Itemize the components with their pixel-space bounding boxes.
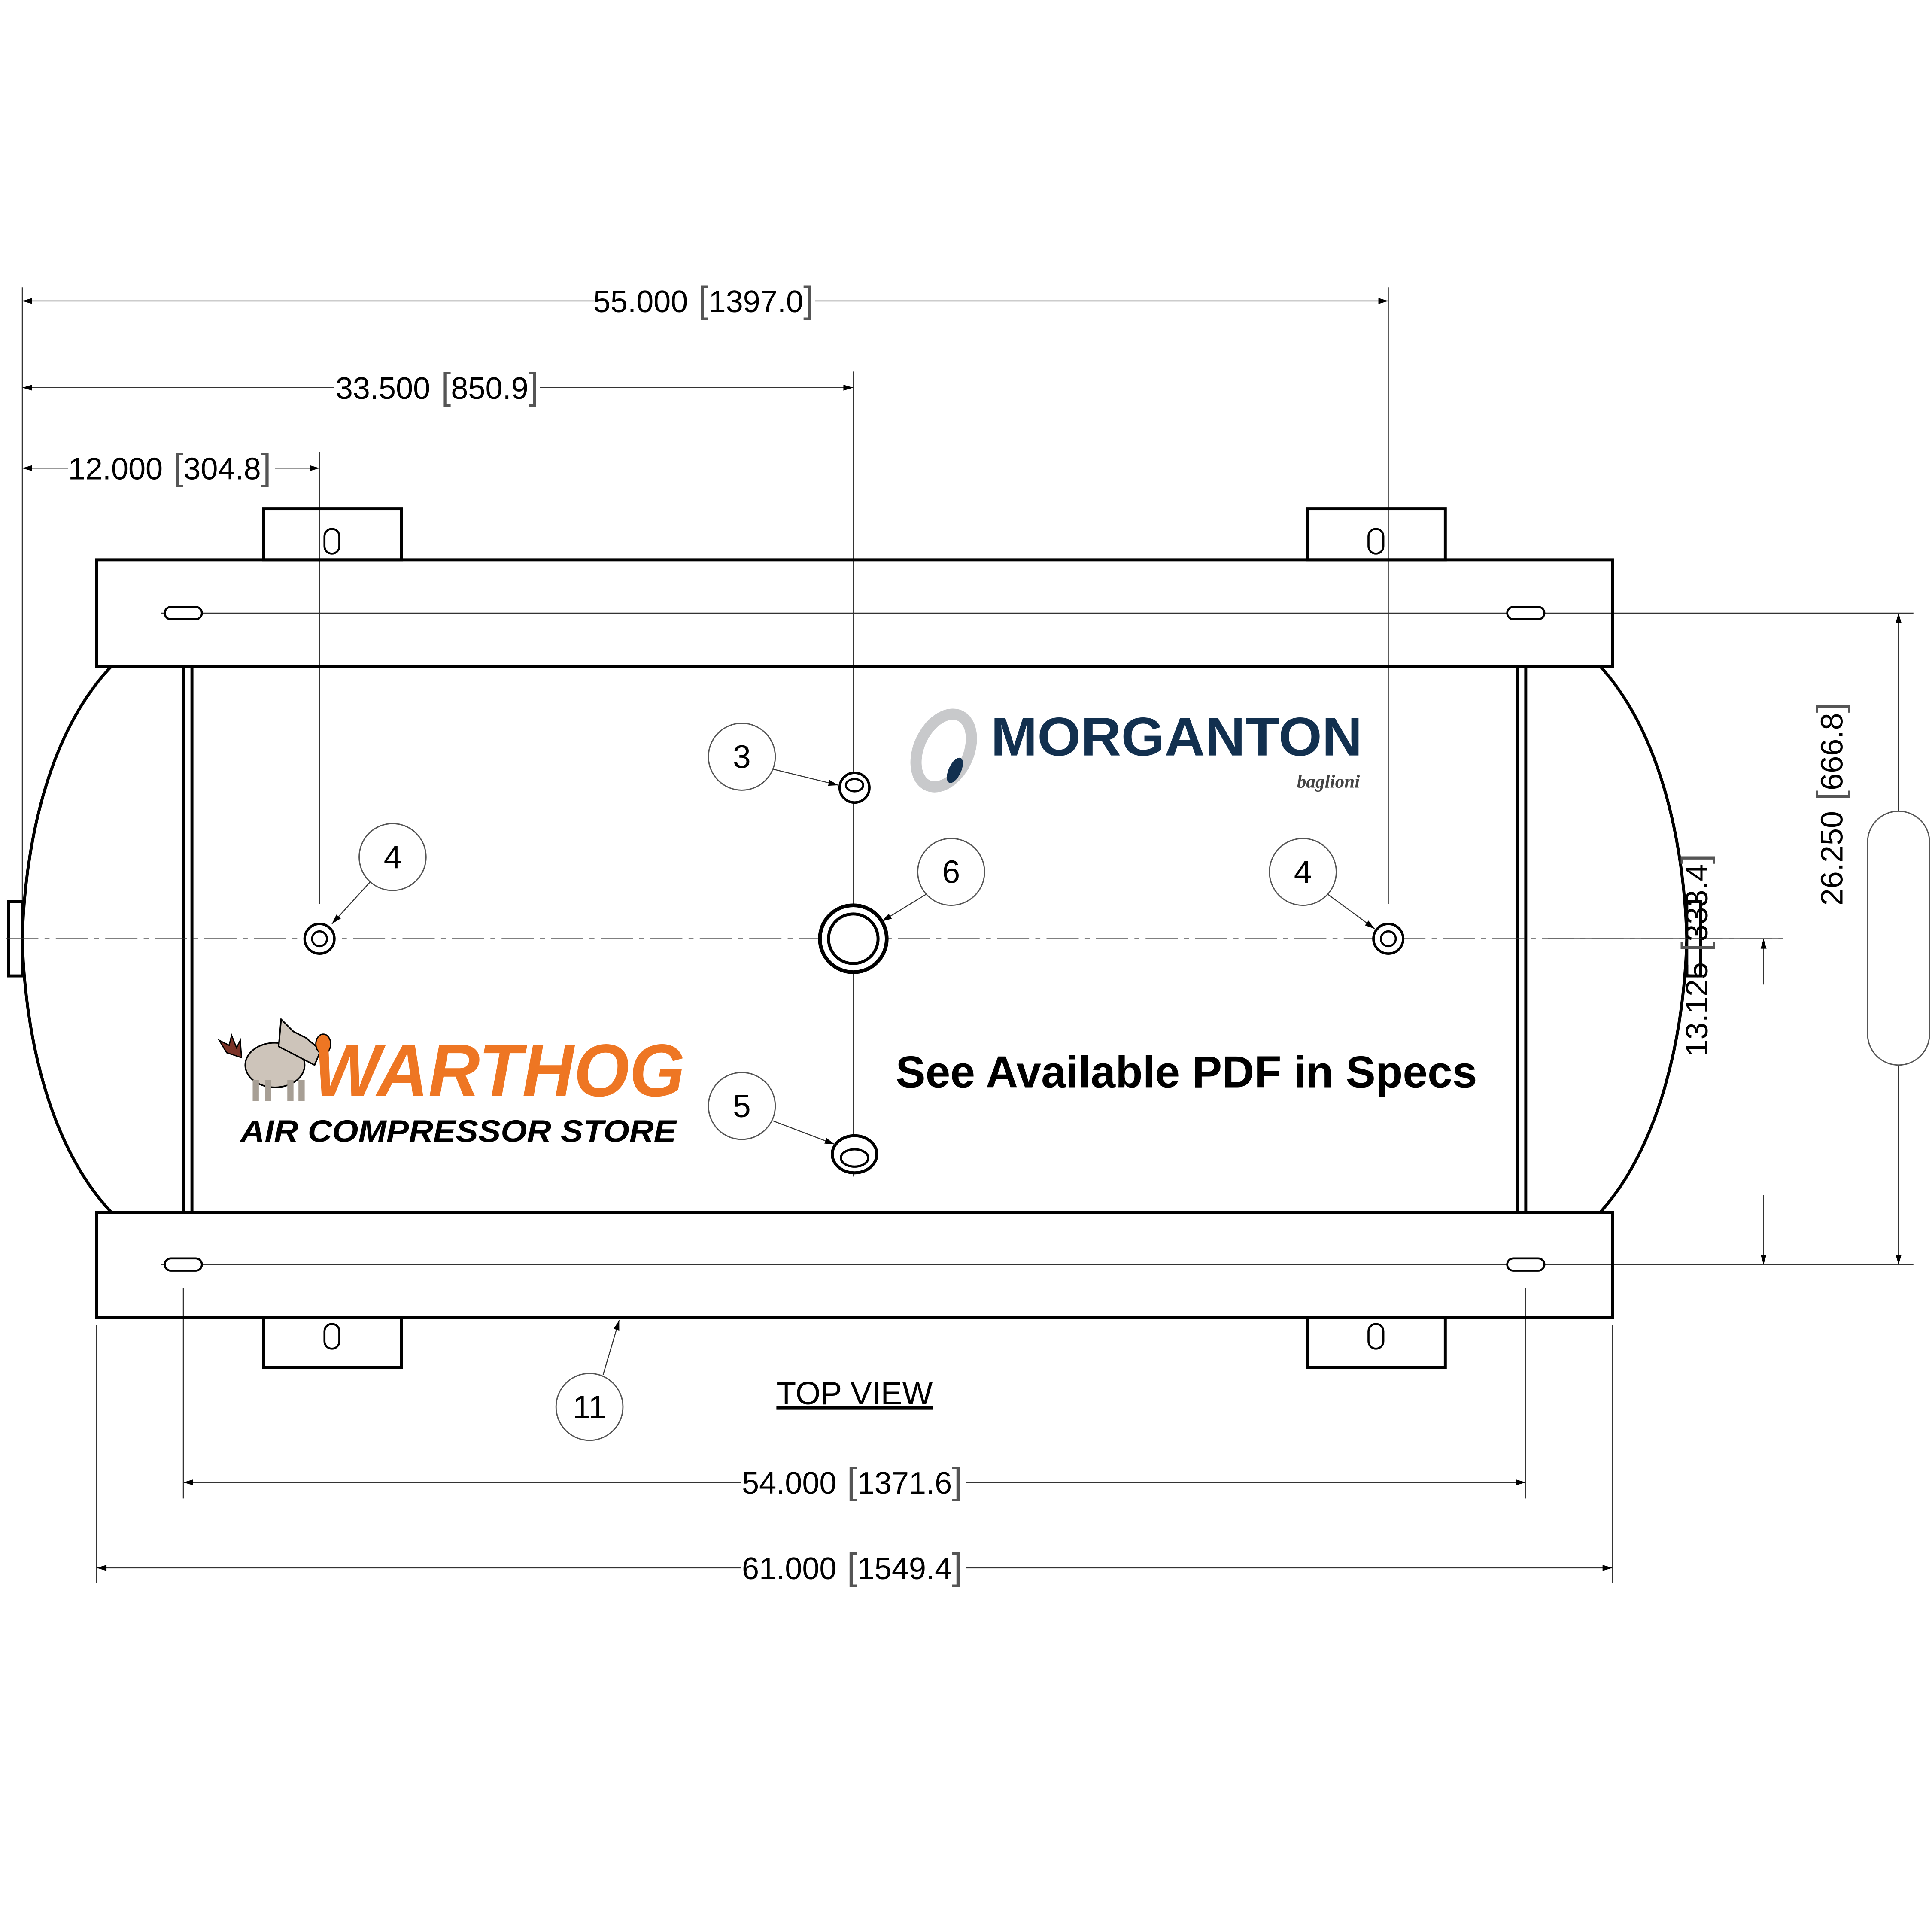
morganton-swirl-icon [910, 708, 977, 793]
svg-text:54.000 [1371.6]: 54.000 [1371.6] [742, 1461, 962, 1502]
dimension-54: 54.000 [1371.6] [183, 1461, 1526, 1502]
svg-text:WARTHOG: WARTHOG [313, 1029, 685, 1112]
svg-text:6: 6 [942, 854, 960, 890]
svg-text:AIR COMPRESSOR STORE: AIR COMPRESSOR STORE [239, 1115, 677, 1149]
dimension-13: 13.125 [333.4] [1548, 854, 1783, 1265]
balloon-6: 6 [917, 838, 985, 906]
dimension-61: 61.000 [1549.4] [97, 1546, 1613, 1587]
mounting-rails [95, 507, 1614, 1369]
dimension-26: 26.250 [666.8] [1809, 613, 1930, 1265]
balloon-11: 11 [555, 1373, 624, 1441]
port-5 [831, 1134, 878, 1175]
svg-text:3: 3 [733, 738, 751, 775]
balloon-4-right: 4 [1269, 838, 1337, 906]
warthog-mascot-icon [217, 1018, 331, 1101]
svg-text:baglioni: baglioni [1297, 772, 1360, 792]
svg-text:5: 5 [733, 1088, 751, 1124]
morganton-logo: MORGANTON baglioni [910, 706, 1362, 793]
balloon-callouts: 3 4 6 4 5 11 [331, 723, 1375, 1441]
dimension-55: 55.000 [1397.0] [22, 279, 1388, 320]
svg-text:4: 4 [1294, 854, 1312, 890]
svg-text:4: 4 [384, 839, 402, 875]
svg-text:26.250 [666.8]: 26.250 [666.8] [1809, 702, 1850, 905]
dimension-12: 12.000 [304.8] [22, 446, 320, 487]
warthog-logo: WARTHOG AIR COMPRESSOR STORE [217, 1018, 685, 1149]
svg-text:55.000 [1397.0]: 55.000 [1397.0] [593, 279, 814, 320]
balloon-4-left: 4 [358, 823, 427, 891]
balloon-5: 5 [708, 1072, 776, 1140]
svg-text:12.000 [304.8]: 12.000 [304.8] [68, 446, 271, 487]
spec-note: See Available PDF in Specs [896, 1048, 1477, 1097]
port-4-right [1372, 923, 1405, 955]
svg-text:33.500 [850.9]: 33.500 [850.9] [336, 366, 539, 407]
svg-text:MORGANTON: MORGANTON [991, 706, 1362, 767]
mounting-slots [164, 528, 1546, 1350]
balloon-3: 3 [708, 723, 776, 791]
port-6 [818, 903, 889, 974]
svg-text:61.000 [1549.4]: 61.000 [1549.4] [742, 1546, 962, 1587]
view-label: TOP VIEW [776, 1375, 933, 1411]
svg-text:11: 11 [573, 1389, 606, 1425]
svg-text:13.125 [333.4]: 13.125 [333.4] [1674, 854, 1716, 1057]
port-3 [838, 772, 871, 804]
ports [303, 772, 1405, 1175]
port-4-left [303, 923, 336, 955]
dimension-33: 33.500 [850.9] [22, 366, 854, 407]
